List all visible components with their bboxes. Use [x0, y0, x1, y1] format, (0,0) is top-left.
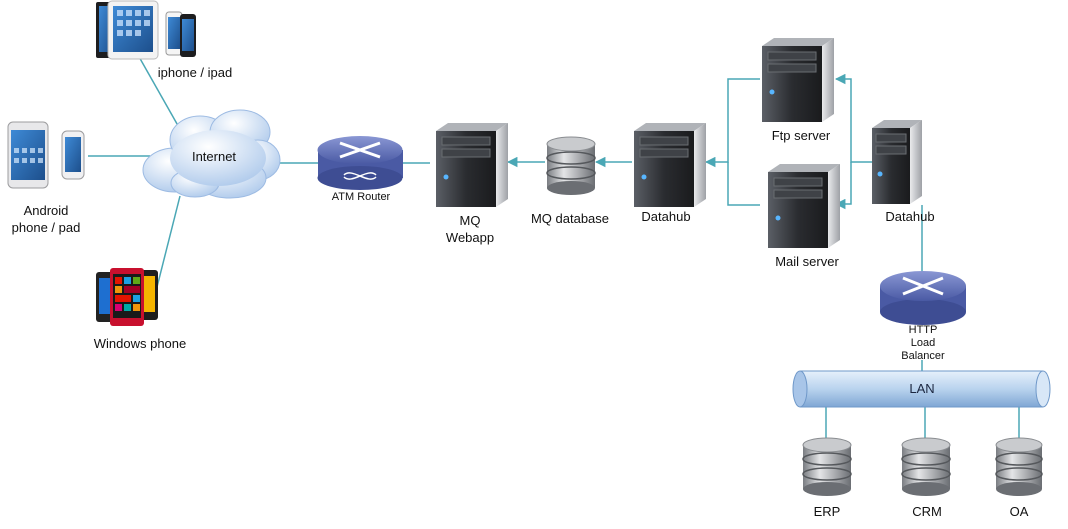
link-ftp-datahub [704, 78, 760, 168]
label-iphone-ipad: iphone / ipad [157, 65, 233, 80]
tablet-icon [96, 0, 159, 60]
windows-phone-icon [96, 268, 158, 326]
database-icon-mq [546, 136, 596, 195]
cloud-icon [142, 109, 281, 199]
label-http-lb-line3: Balancer [901, 350, 945, 362]
label-windows-phone: Windows phone [93, 336, 187, 351]
server-icon-mq-webapp [436, 123, 508, 207]
label-datahub-left: Datahub [641, 209, 691, 224]
label-http-lb-line1: HTTP [908, 324, 938, 336]
link-datahub-ftp [834, 73, 872, 163]
label-internet: Internet [191, 149, 237, 164]
label-mq-webapp-line2: Webapp [445, 230, 495, 245]
label-atm-router: ATM Router [331, 191, 391, 203]
label-mail-server: Mail server [775, 254, 839, 269]
label-oa: OA [1009, 504, 1029, 519]
database-icon-erp [802, 437, 852, 496]
server-icon-datahub-left [634, 123, 706, 207]
label-crm: CRM [912, 504, 942, 519]
label-android-line2: phone / pad [11, 220, 81, 235]
smartphone-icon [165, 11, 196, 57]
label-mq-webapp-line1: MQ [459, 213, 481, 228]
server-icon-datahub-right [872, 120, 922, 204]
link-datahub-mail [834, 162, 852, 210]
server-icon-ftp [762, 38, 834, 122]
label-http-lb-line2: Load [910, 337, 936, 349]
label-mq-database: MQ database [530, 211, 610, 226]
database-icon-oa [995, 437, 1043, 496]
label-lan: LAN [909, 381, 935, 396]
label-ftp-server: Ftp server [771, 128, 831, 143]
label-erp: ERP [813, 504, 841, 519]
connector-lines [88, 54, 1020, 440]
android-phone-icon [61, 130, 85, 180]
link-mail-datahub [727, 162, 760, 206]
label-android-line1: Android [23, 203, 69, 218]
router-icon-balancer [880, 271, 966, 325]
lan-pipe-icon [792, 370, 1051, 408]
server-icon-mail [768, 164, 840, 248]
database-icon-crm [901, 437, 951, 496]
android-tablet-icon [7, 121, 49, 189]
link-windows-internet [154, 195, 181, 296]
router-icon [317, 136, 403, 190]
label-datahub-right: Datahub [885, 209, 935, 224]
